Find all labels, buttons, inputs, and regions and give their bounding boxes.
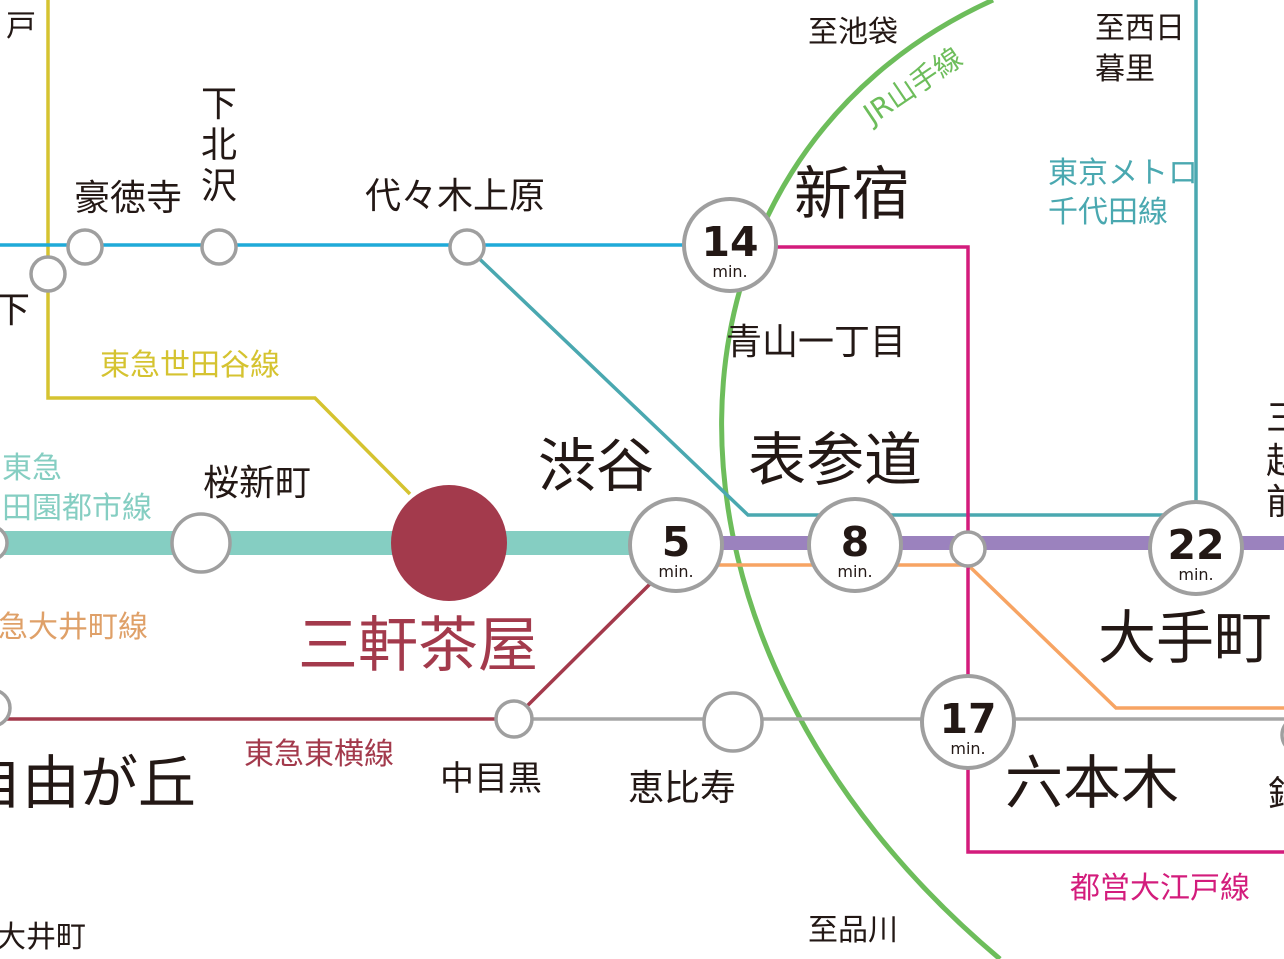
ebisu-marker	[702, 691, 764, 753]
roppongi-label: 六本木	[1005, 749, 1179, 817]
edge-fragment-left-shimo: 下	[0, 290, 30, 331]
ikebukuro-direction-label: 至池袋	[808, 15, 898, 50]
aoyama-itchome-marker	[949, 530, 987, 568]
shimokitazawa-label-1: 下	[201, 84, 237, 125]
aoyama-itchome-label: 青山一丁目	[726, 322, 906, 363]
yamanote-line-label: JR山手線	[856, 41, 969, 132]
yoyogi-uehara-marker	[448, 228, 486, 266]
chiyoda-line-label-2: 千代田線	[1048, 195, 1168, 230]
nishi-nippori-direction-label-1: 至西日	[1095, 11, 1185, 46]
time-value: 14	[701, 218, 758, 266]
time-value: 5	[662, 518, 691, 566]
setagaya-line	[46, 0, 412, 496]
naka-meguro-marker	[494, 699, 534, 739]
home-station-label: 三軒茶屋	[298, 611, 538, 681]
shinagawa-direction-label: 至品川	[808, 913, 898, 948]
station-markers	[0, 228, 1284, 753]
shimokitazawa-label-2: 北	[201, 125, 237, 166]
den-en-toshi-line-label-1: 東急	[2, 451, 62, 486]
edge-fragment-right-3: 前	[1266, 482, 1284, 523]
time-unit: min.	[712, 262, 747, 281]
time-unit: min.	[1178, 565, 1213, 584]
den-en-edge-marker	[0, 527, 9, 559]
shibuya-label: 渋谷	[538, 432, 654, 500]
oimachi-label: 大井町	[0, 920, 86, 955]
time-badge-roppongi[interactable]: 17 min.	[920, 674, 1016, 770]
yoyogi-uehara-label: 代々木上原	[365, 176, 545, 217]
yamanote-line	[719, 0, 1002, 959]
omotesando-label: 表参道	[748, 426, 922, 494]
time-badge-ring	[920, 674, 1016, 770]
shinjuku-label: 新宿	[794, 160, 910, 228]
chiyoda-line-label-1: 東京メトロ	[1048, 156, 1198, 191]
jiyugaoka-marker	[0, 689, 12, 727]
time-badge-ring	[1148, 500, 1244, 596]
naka-meguro-label: 中目黒	[440, 759, 542, 799]
time-unit: min.	[658, 562, 693, 581]
time-badge-ring	[807, 497, 903, 593]
time-value: 8	[841, 518, 870, 566]
setagaya-line-label: 東急世田谷線	[100, 348, 280, 383]
edge-fragment-top-left: 戸	[6, 9, 36, 44]
time-unit: min.	[837, 562, 872, 581]
gotokuji-label: 豪徳寺	[74, 178, 182, 219]
oedo-line-label: 都営大江戸線	[1070, 871, 1250, 906]
time-value: 17	[939, 695, 996, 743]
den-en-toshi-line-label-2: 田園都市線	[2, 491, 152, 526]
jiyugaoka-label: 自由が丘	[0, 749, 196, 817]
ebisu-label: 恵比寿	[628, 768, 736, 809]
toyoko-line-label: 東急東横線	[244, 737, 394, 772]
edge-fragment-right-bottom: 銀	[1268, 774, 1284, 815]
sakurashinmachi-label: 桜新町	[203, 463, 311, 504]
time-unit: min.	[950, 739, 985, 758]
time-badge-ring	[682, 197, 778, 293]
chiyoda-line	[465, 0, 1198, 517]
sakurashinmachi-marker	[170, 512, 232, 574]
oimachi-line-label: 急大井町線	[0, 610, 148, 645]
home-station-marker[interactable]	[391, 485, 507, 601]
setagaya-junction-marker	[29, 255, 67, 293]
time-badge-shinjuku[interactable]: 14 min.	[682, 197, 778, 293]
shimokitazawa-marker	[200, 228, 238, 266]
time-badge-shibuya[interactable]: 5 min.	[628, 497, 724, 593]
gotokuji-marker	[66, 228, 104, 266]
shimokitazawa-label-3: 沢	[201, 166, 237, 207]
nishi-nippori-direction-label-2: 暮里	[1095, 52, 1155, 87]
time-badge-ring	[628, 497, 724, 593]
time-value: 22	[1167, 521, 1224, 569]
edge-fragment-right-1: 三	[1266, 398, 1284, 439]
time-badge-omotesando[interactable]: 8 min.	[807, 497, 903, 593]
otemachi-label: 大手町	[1098, 604, 1272, 672]
time-badge-otemachi[interactable]: 22 min.	[1148, 500, 1244, 596]
edge-fragment-right-2: 越	[1266, 441, 1284, 482]
